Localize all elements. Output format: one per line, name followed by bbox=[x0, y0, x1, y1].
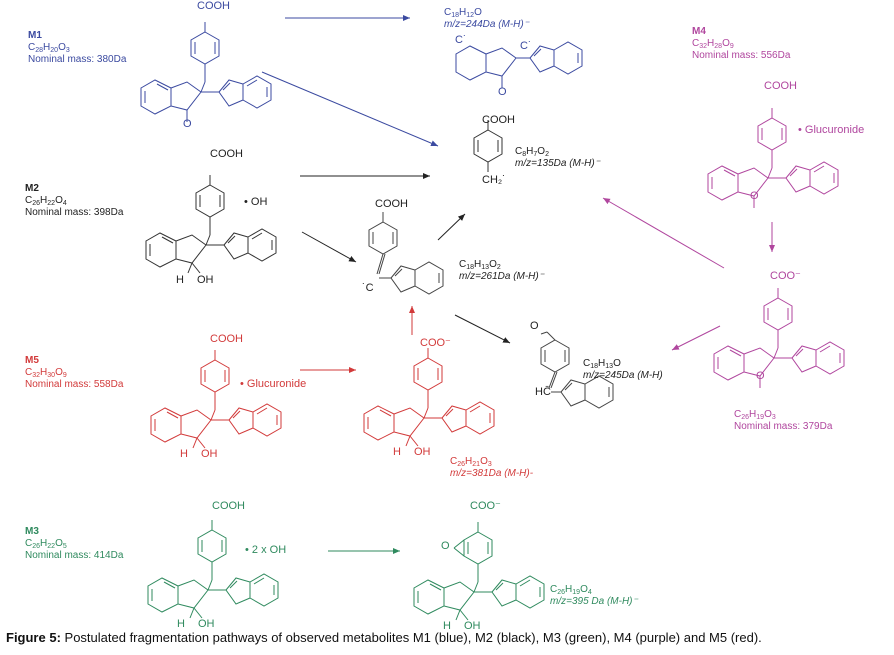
fragment-379-structure bbox=[713, 287, 845, 388]
m5-cooh: COOH bbox=[210, 333, 243, 345]
f245-aldehyde-o: O bbox=[530, 320, 539, 332]
f395-epoxide-o: O bbox=[441, 540, 450, 552]
m3-cooh: COOH bbox=[212, 500, 245, 512]
f379-label: C26H19O3 Nominal mass: 379Da bbox=[734, 409, 832, 433]
m1-ketone-o: O bbox=[183, 118, 192, 130]
m1-name: M1 bbox=[28, 30, 42, 41]
fragment-395-structure bbox=[413, 521, 545, 621]
f261-formula: C18H13O2 bbox=[459, 259, 501, 271]
f245-hc: HC̄ bbox=[535, 386, 551, 398]
m3-label: M3 C26H22O5 Nominal mass: 414Da bbox=[25, 526, 123, 562]
m2-modification: • OH bbox=[244, 196, 268, 208]
f261-c-anion: ˙C bbox=[362, 282, 374, 294]
f244-ketone-o: O bbox=[498, 86, 507, 98]
f135-formula: C8H7O2 bbox=[515, 146, 549, 158]
m1-cooh: COOH bbox=[197, 0, 230, 12]
m3-formula: C26H22O5 bbox=[25, 538, 67, 550]
m4-cooh: COOH bbox=[764, 80, 797, 92]
arrow-f379-to-f245 bbox=[671, 325, 721, 351]
f261-mz: m/z=261Da (M-H)⁻ bbox=[459, 271, 545, 282]
f135-ch2: CH₂˙ bbox=[482, 174, 506, 186]
m3-modification: • 2 x OH bbox=[245, 544, 287, 556]
m1-formula: C28H20O3 bbox=[28, 42, 70, 54]
f244-c-radical-2: C˙ bbox=[520, 40, 532, 52]
m2-structure bbox=[145, 174, 277, 274]
f379-coo: COO⁻ bbox=[770, 270, 801, 282]
f245-formula: C18H13O bbox=[583, 358, 621, 370]
f379-formula: C26H19O3 bbox=[734, 409, 776, 421]
figure-caption: Figure 5: Postulated fragmentation pathw… bbox=[6, 630, 762, 645]
f381-h: H bbox=[393, 446, 401, 458]
f245-label: C18H13O m/z=245Da (M-H) bbox=[583, 358, 663, 382]
fragmentation-diagram bbox=[140, 15, 845, 621]
m3-oh: OH bbox=[198, 618, 215, 630]
f381-mz: m/z=381Da (M-H)- bbox=[450, 468, 534, 479]
f381-oh: OH bbox=[414, 446, 431, 458]
f244-mz: m/z=244Da (M-H)⁻ bbox=[444, 19, 530, 30]
m5-oh: OH bbox=[201, 448, 218, 460]
f244-label: C18H12O m/z=244Da (M-H)⁻ bbox=[444, 7, 529, 31]
m4-label: M4 C32H28O9 Nominal mass: 556Da bbox=[692, 26, 790, 62]
m4-formula: C32H28O9 bbox=[692, 38, 734, 50]
fragment-381-structure bbox=[363, 347, 495, 447]
f395-mz: m/z=395 Da (M-H)⁻ bbox=[550, 596, 638, 607]
caption-text: Postulated fragmentation pathways of obs… bbox=[60, 630, 762, 645]
m2-label: M2 C26H22O4 Nominal mass: 398Da bbox=[25, 183, 123, 219]
m2-name: M2 bbox=[25, 183, 39, 194]
f261-label: C18H13O2 m/z=261Da (M-H)⁻ bbox=[459, 259, 544, 283]
m5-formula: C32H30O9 bbox=[25, 367, 67, 379]
f379-ketone-o: O bbox=[756, 370, 765, 382]
f135-cooh: COOH bbox=[482, 114, 515, 126]
m5-modification: • Glucuronide bbox=[240, 378, 307, 390]
f395-coo: COO⁻ bbox=[470, 500, 501, 512]
m2-mass: Nominal mass: 398Da bbox=[25, 207, 124, 218]
m4-ketone-o: O bbox=[750, 190, 759, 202]
fragment-261-structure bbox=[368, 212, 444, 295]
m1-structure bbox=[140, 21, 272, 122]
m4-mass: Nominal mass: 556Da bbox=[692, 50, 791, 61]
f245-mz: m/z=245Da (M-H) bbox=[583, 370, 663, 381]
m2-formula: C26H22O4 bbox=[25, 195, 67, 207]
f395-formula: C26H19O4 bbox=[550, 584, 592, 596]
m5-h: H bbox=[180, 448, 188, 460]
m4-name: M4 bbox=[692, 26, 706, 37]
fragment-245-structure bbox=[540, 331, 614, 409]
arrow-m2-to-f261 bbox=[301, 231, 357, 263]
f135-mz: m/z=135Da (M-H)⁻ bbox=[515, 158, 601, 169]
m5-structure bbox=[150, 349, 282, 449]
arrow-f379-to-f135 bbox=[602, 197, 725, 269]
m2-h: H bbox=[176, 274, 184, 286]
f395-label: C26H19O4 m/z=395 Da (M-H)⁻ bbox=[550, 584, 638, 608]
fragment-135-structure bbox=[473, 120, 503, 172]
f135-label: C8H7O2 m/z=135Da (M-H)⁻ bbox=[515, 146, 600, 170]
m2-cooh: COOH bbox=[210, 148, 243, 160]
arrow-f261-to-f135 bbox=[437, 213, 466, 241]
arrow-f261-to-f245 bbox=[454, 314, 511, 344]
f395-oh: OH bbox=[464, 620, 481, 632]
caption-label: Figure 5: bbox=[6, 630, 61, 645]
f261-cooh: COOH bbox=[375, 198, 408, 210]
fragment-244-structure bbox=[455, 41, 583, 88]
m5-mass: Nominal mass: 558Da bbox=[25, 379, 124, 390]
arrow-m1-to-f135 bbox=[261, 71, 439, 147]
f244-c-radical-1: C˙ bbox=[455, 34, 467, 46]
m3-name: M3 bbox=[25, 526, 39, 537]
m5-name: M5 bbox=[25, 355, 39, 366]
m3-mass: Nominal mass: 414Da bbox=[25, 550, 124, 561]
f381-label: C26H21O3 m/z=381Da (M-H)- bbox=[450, 456, 533, 480]
m1-mass: Nominal mass: 380Da bbox=[28, 54, 127, 65]
f244-formula: C18H12O bbox=[444, 7, 482, 19]
m3-structure bbox=[147, 519, 279, 619]
f379-mass: Nominal mass: 379Da bbox=[734, 421, 833, 432]
m2-oh: OH bbox=[197, 274, 214, 286]
m3-h: H bbox=[177, 618, 185, 630]
f381-coo: COO⁻ bbox=[420, 337, 451, 349]
m1-label: M1 C28H20O3 Nominal mass: 380Da bbox=[28, 30, 126, 66]
m4-modification: • Glucuronide bbox=[798, 124, 865, 136]
f395-h: H bbox=[443, 620, 451, 632]
m5-label: M5 C32H30O9 Nominal mass: 558Da bbox=[25, 355, 123, 391]
m4-structure bbox=[707, 107, 839, 208]
f381-formula: C26H21O3 bbox=[450, 456, 492, 468]
